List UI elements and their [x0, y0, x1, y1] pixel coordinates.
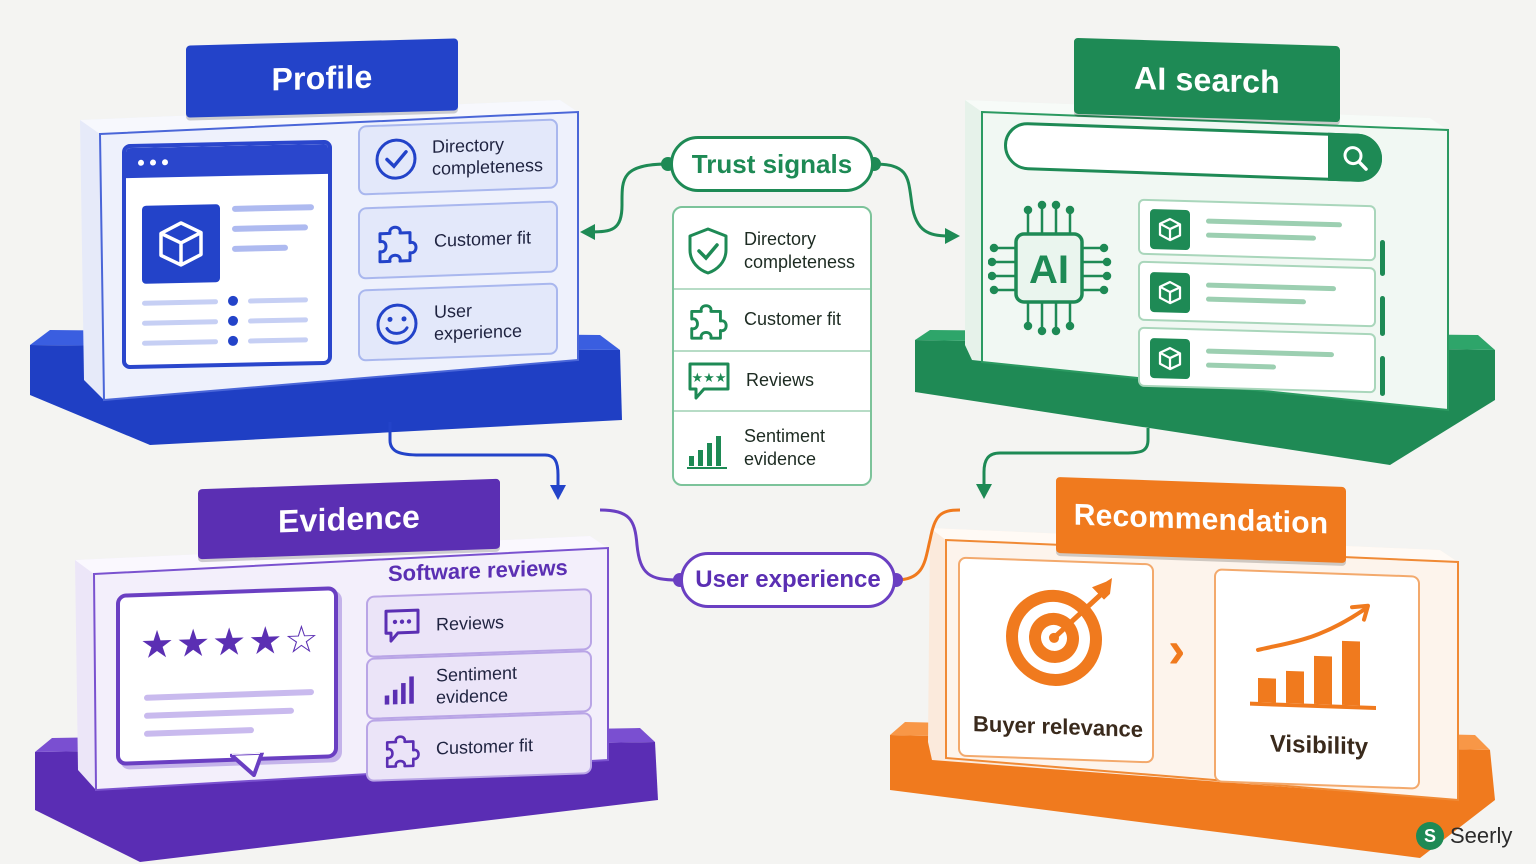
trust-item-label: Reviews	[746, 370, 815, 391]
star-icon: ★	[212, 619, 249, 665]
star-icon: ★	[140, 621, 177, 668]
cube-icon	[1150, 272, 1190, 314]
puzzle-icon	[378, 225, 418, 264]
profile-item-directory: Directory completeness	[358, 118, 558, 196]
profile-browser-window	[122, 139, 332, 370]
connector-profile-to-evidence	[388, 422, 560, 488]
next-chevron-icon: ›	[1168, 621, 1186, 679]
evidence-item-customer-fit: Customer fit	[366, 712, 592, 782]
star-outline-icon: ☆	[284, 616, 321, 662]
star-icon: ★	[176, 620, 213, 666]
profile-item-label: User experience	[434, 300, 523, 344]
buyer-relevance-card: Buyer relevance	[958, 556, 1154, 764]
trust-item-sentiment: Sentiment evidence	[672, 414, 870, 482]
brand-logo: S Seerly	[1416, 822, 1512, 850]
search-result-row[interactable]	[1138, 198, 1376, 262]
profile-item-label: Customer fit	[434, 227, 532, 251]
results-scrollbar-track	[1380, 356, 1385, 396]
text-placeholder-lines	[232, 204, 314, 252]
trust-divider	[674, 350, 870, 352]
chat-bubble-icon	[384, 608, 420, 643]
connector-trust-to-profile	[589, 162, 669, 234]
search-button[interactable]	[1328, 132, 1382, 183]
brand-logo-letter: S	[1423, 825, 1436, 846]
trust-signals-title: Trust signals	[691, 148, 853, 179]
results-scrollbar[interactable]	[1380, 240, 1385, 276]
visibility-label: Visibility	[1269, 730, 1369, 761]
buyer-relevance-label: Buyer relevance	[973, 711, 1143, 743]
evidence-item-label: Customer fit	[436, 734, 534, 759]
smiley-icon	[376, 303, 418, 345]
trust-item-customer-fit: Customer fit	[672, 292, 870, 348]
brand-name: Seerly	[1450, 823, 1513, 848]
check-circle-icon	[375, 138, 417, 180]
cube-icon	[1150, 338, 1190, 380]
review-card: ★★★★☆	[116, 586, 338, 778]
review-bubble-icon: ★★★	[688, 362, 730, 400]
ai-search-title: AI search	[1134, 59, 1280, 100]
profile-item-user-experience: User experience	[358, 282, 558, 362]
evidence-item-label: Reviews	[436, 611, 505, 635]
connector-ux-to-recommendation	[895, 508, 961, 582]
search-result-row[interactable]	[1138, 260, 1376, 328]
profile-item-customer-fit: Customer fit	[358, 200, 558, 280]
user-experience-label: User experience	[695, 566, 881, 593]
trust-signals-pill: Trust signals	[670, 136, 874, 192]
search-input[interactable]	[1004, 121, 1382, 183]
trust-item-label: Directory completeness	[744, 228, 856, 272]
evidence-item-label: Sentiment evidence	[436, 662, 518, 708]
puzzle-icon	[385, 735, 420, 769]
trust-divider	[674, 410, 870, 412]
speech-tail	[230, 752, 264, 778]
product-cube-icon	[142, 204, 220, 284]
browser-titlebar	[126, 143, 328, 179]
evidence-item-reviews: Reviews	[366, 588, 592, 658]
svg-text:★★★: ★★★	[692, 371, 727, 386]
search-result-row[interactable]	[1138, 326, 1376, 394]
bar-chart-icon	[687, 436, 727, 469]
trust-item-directory: Directory completeness	[672, 218, 870, 284]
connector-trust-to-ai	[873, 162, 949, 238]
profile-title: Profile	[271, 58, 373, 97]
puzzle-icon	[690, 304, 728, 340]
user-experience-pill: User experience	[680, 552, 896, 608]
target-icon	[1006, 577, 1112, 686]
ai-chip-icon	[988, 200, 1112, 336]
evidence-title: Evidence	[277, 498, 421, 539]
cube-icon	[1150, 209, 1190, 251]
evidence-item-sentiment: Sentiment evidence	[366, 650, 592, 720]
list-placeholder-lines	[142, 294, 308, 347]
trust-item-label: Sentiment evidence	[744, 425, 826, 469]
connector-evidence-to-ux	[599, 508, 679, 582]
search-icon	[1343, 146, 1368, 171]
connector-ai-to-recommendation	[982, 428, 1150, 487]
profile-item-label: Directory completeness	[432, 133, 544, 179]
shield-check-icon	[688, 227, 728, 275]
trust-item-label: Customer fit	[744, 309, 842, 330]
results-scrollbar-track	[1380, 296, 1385, 336]
recommendation-title-tab: Recommendation	[1056, 476, 1346, 564]
profile-title-tab: Profile	[186, 38, 458, 118]
rating-stars: ★★★★☆	[140, 617, 320, 667]
ai-search-title-tab: AI search	[1074, 37, 1340, 123]
star-icon: ★	[248, 617, 285, 664]
growth-chart-icon	[1250, 603, 1376, 711]
recommendation-title: Recommendation	[1073, 498, 1329, 541]
ai-chip-label: AI	[1029, 248, 1069, 292]
trust-divider	[674, 288, 870, 290]
visibility-card: Visibility	[1214, 568, 1420, 790]
trust-signals-card	[672, 206, 872, 486]
bar-chart-icon	[384, 676, 414, 705]
seerly-logo-icon: S	[1416, 822, 1444, 850]
trust-item-reviews: ★★★ Reviews	[672, 354, 870, 408]
evidence-title-tab: Evidence	[198, 478, 500, 560]
